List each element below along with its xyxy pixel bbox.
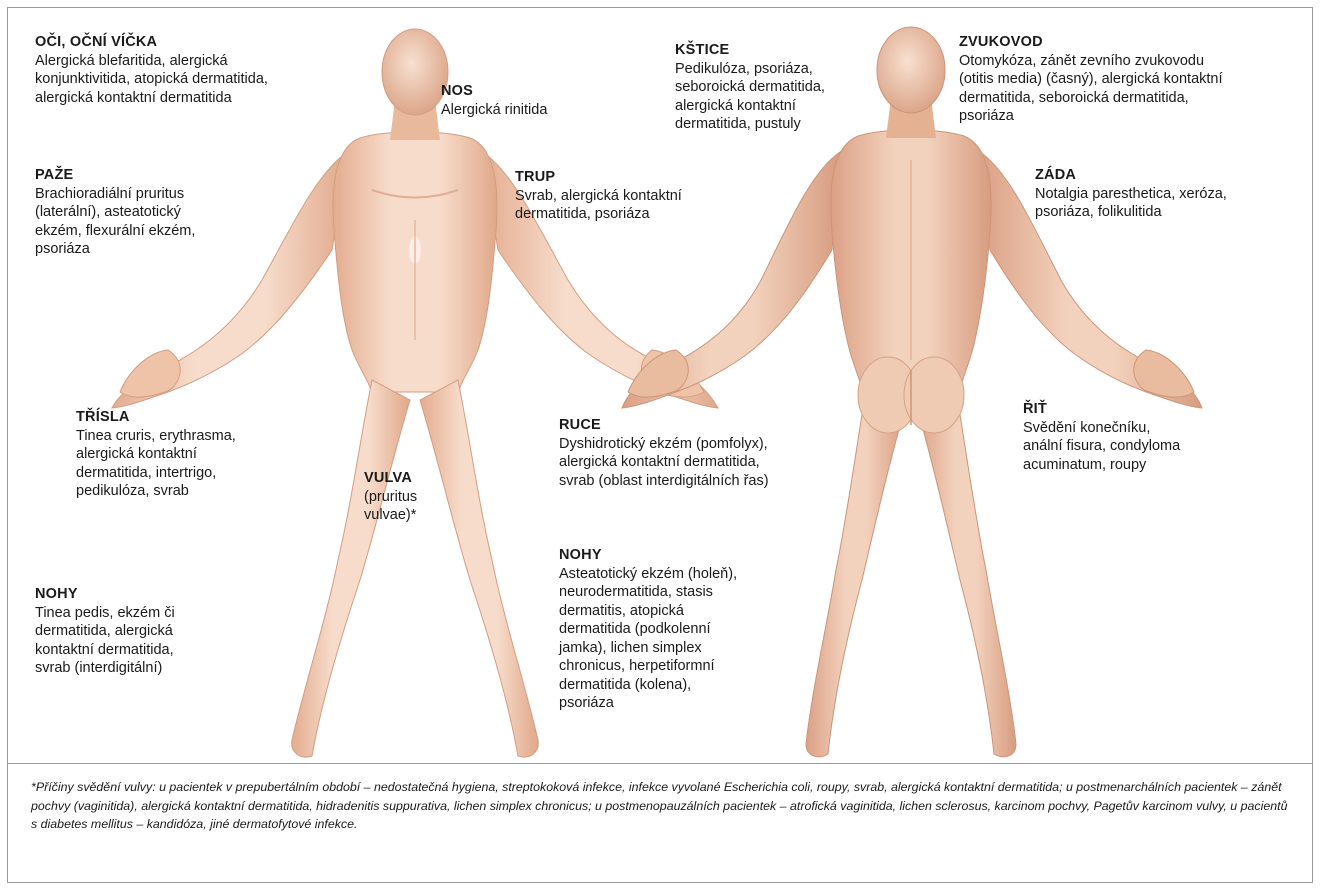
region-scalp-heading: KŠTICE [675, 41, 825, 60]
region-groin: TŘÍSLA Tinea cruris, erythrasma, alergic… [76, 408, 236, 501]
region-scalp-text: Pedikulóza, psoriáza, seboroická dermati… [675, 60, 825, 134]
back-head [877, 27, 945, 113]
front-right-leg [420, 380, 538, 757]
back-left-leg [806, 390, 906, 757]
region-arms-heading: PAŽE [35, 166, 195, 185]
front-head [382, 29, 448, 115]
footnote-divider [7, 763, 1313, 764]
region-arms: PAŽE Brachioradiální pruritus (laterální… [35, 166, 195, 259]
region-trunk: TRUP Svrab, alergická kontaktní dermatit… [515, 168, 682, 224]
region-ear-canal-text: Otomykóza, zánět zevního zvukovodu (otit… [959, 52, 1223, 126]
region-hands-heading: RUCE [559, 416, 769, 435]
region-vulva: VULVA (pruritus vulvae)* [364, 469, 417, 525]
back-right-leg [916, 390, 1016, 757]
region-groin-text: Tinea cruris, erythrasma, alergická kont… [76, 427, 236, 501]
footnote: *Příčiny svědění vulvy: u pacientek v pr… [31, 778, 1296, 834]
region-hands-text: Dyshidrotický ekzém (pomfolyx), alergick… [559, 435, 769, 491]
region-anus-heading: ŘIŤ [1023, 400, 1180, 419]
region-nose: NOS Alergická rinitida [441, 82, 547, 119]
region-trunk-heading: TRUP [515, 168, 682, 187]
front-left-leg [292, 380, 410, 757]
region-scalp: KŠTICE Pedikulóza, psoriáza, seboroická … [675, 41, 825, 134]
region-nose-text: Alergická rinitida [441, 101, 547, 120]
region-groin-heading: TŘÍSLA [76, 408, 236, 427]
region-trunk-text: Svrab, alergická kontaktní dermatitida, … [515, 187, 682, 224]
region-feet-front-text: Tinea pedis, ekzém či dermatitida, alerg… [35, 604, 175, 678]
region-legs-back: NOHY Asteatotický ekzém (holeň), neurode… [559, 546, 737, 713]
region-back-text: Notalgia paresthetica, xeróza, psoriáza,… [1035, 185, 1227, 222]
region-hands: RUCE Dyshidrotický ekzém (pomfolyx), ale… [559, 416, 769, 490]
region-legs-back-heading: NOHY [559, 546, 737, 565]
region-legs-back-text: Asteatotický ekzém (holeň), neurodermati… [559, 565, 737, 713]
region-eyes-text: Alergická blefaritida, alergická konjunk… [35, 52, 268, 108]
region-vulva-heading: VULVA [364, 469, 417, 488]
region-back: ZÁDA Notalgia paresthetica, xeróza, psor… [1035, 166, 1227, 222]
region-arms-text: Brachioradiální pruritus (laterální), as… [35, 185, 195, 259]
region-vulva-text: (pruritus vulvae)* [364, 488, 417, 525]
region-nose-heading: NOS [441, 82, 547, 101]
region-feet-front: NOHY Tinea pedis, ekzém či dermatitida, … [35, 585, 175, 678]
region-ear-canal: ZVUKOVOD Otomykóza, zánět zevního zvukov… [959, 33, 1223, 126]
region-eyes: OČI, OČNÍ VÍČKA Alergická blefaritida, a… [35, 33, 268, 107]
region-anus-text: Svědění konečníku, anální fisura, condyl… [1023, 419, 1180, 475]
region-eyes-heading: OČI, OČNÍ VÍČKA [35, 33, 268, 52]
region-back-heading: ZÁDA [1035, 166, 1227, 185]
region-anus: ŘIŤ Svědění konečníku, anální fisura, co… [1023, 400, 1180, 474]
region-ear-canal-heading: ZVUKOVOD [959, 33, 1223, 52]
region-feet-front-heading: NOHY [35, 585, 175, 604]
